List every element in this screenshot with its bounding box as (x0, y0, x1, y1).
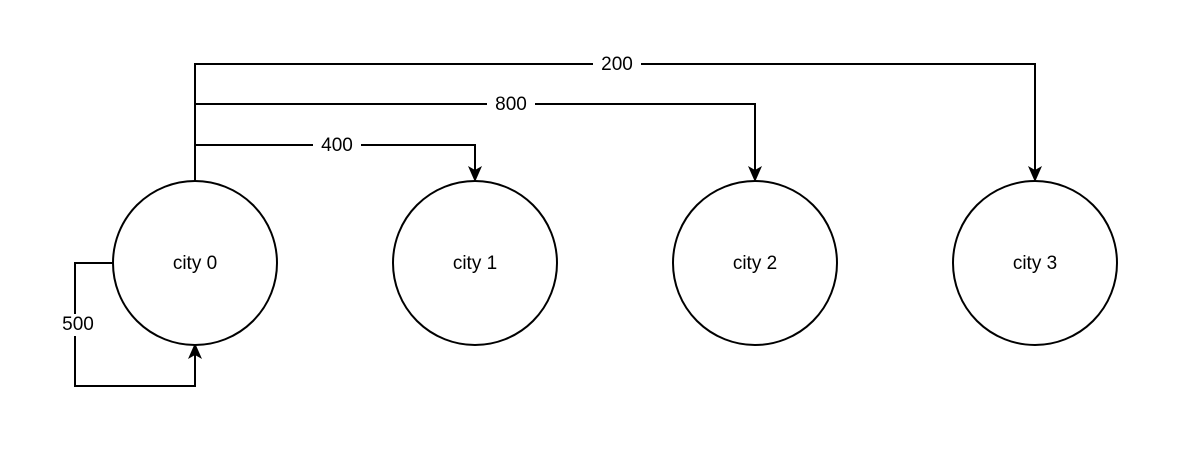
node-city3-label: city 3 (1013, 253, 1057, 274)
node-city1[interactable]: city 1 (392, 180, 558, 346)
edge-city0-city3-line (194, 63, 1036, 181)
edge-city0-city2-label: 800 (495, 94, 527, 115)
edge-city0-self-arrowhead (188, 343, 202, 359)
node-city3[interactable]: city 3 (952, 180, 1118, 346)
node-city0[interactable]: city 0 (112, 180, 278, 346)
edge-city0-self[interactable]: 500 (54, 262, 202, 387)
node-city2-circle (672, 180, 838, 346)
edge-city0-city2[interactable]: 800 (194, 94, 762, 182)
edge-city0-city1[interactable]: 400 (194, 135, 482, 182)
node-city1-label: city 1 (453, 253, 497, 274)
edge-city0-city3-arrowhead (1028, 166, 1042, 182)
edge-city0-city1-arrowhead (468, 166, 482, 182)
edge-city0-self-label-bg (54, 314, 102, 336)
edge-city0-city2-arrowhead (748, 166, 762, 182)
node-city0-label: city 0 (173, 253, 217, 274)
edge-city0-city3-label: 200 (601, 54, 633, 75)
node-city0-circle (112, 180, 278, 346)
edge-city0-city2-line (194, 103, 756, 181)
edge-city0-city1-label-bg (313, 135, 361, 157)
edge-city0-city1-label: 400 (321, 135, 353, 156)
edge-city0-self-line (74, 262, 196, 387)
edge-city0-city3[interactable]: 200 (194, 54, 1042, 182)
node-city2[interactable]: city 2 (672, 180, 838, 346)
edge-city0-city2-label-bg (487, 94, 535, 116)
edge-city0-city3-label-bg (593, 54, 641, 76)
node-city2-label: city 2 (733, 253, 777, 274)
node-city1-circle (392, 180, 558, 346)
node-city3-circle (952, 180, 1118, 346)
edge-city0-self-label: 500 (62, 314, 94, 335)
